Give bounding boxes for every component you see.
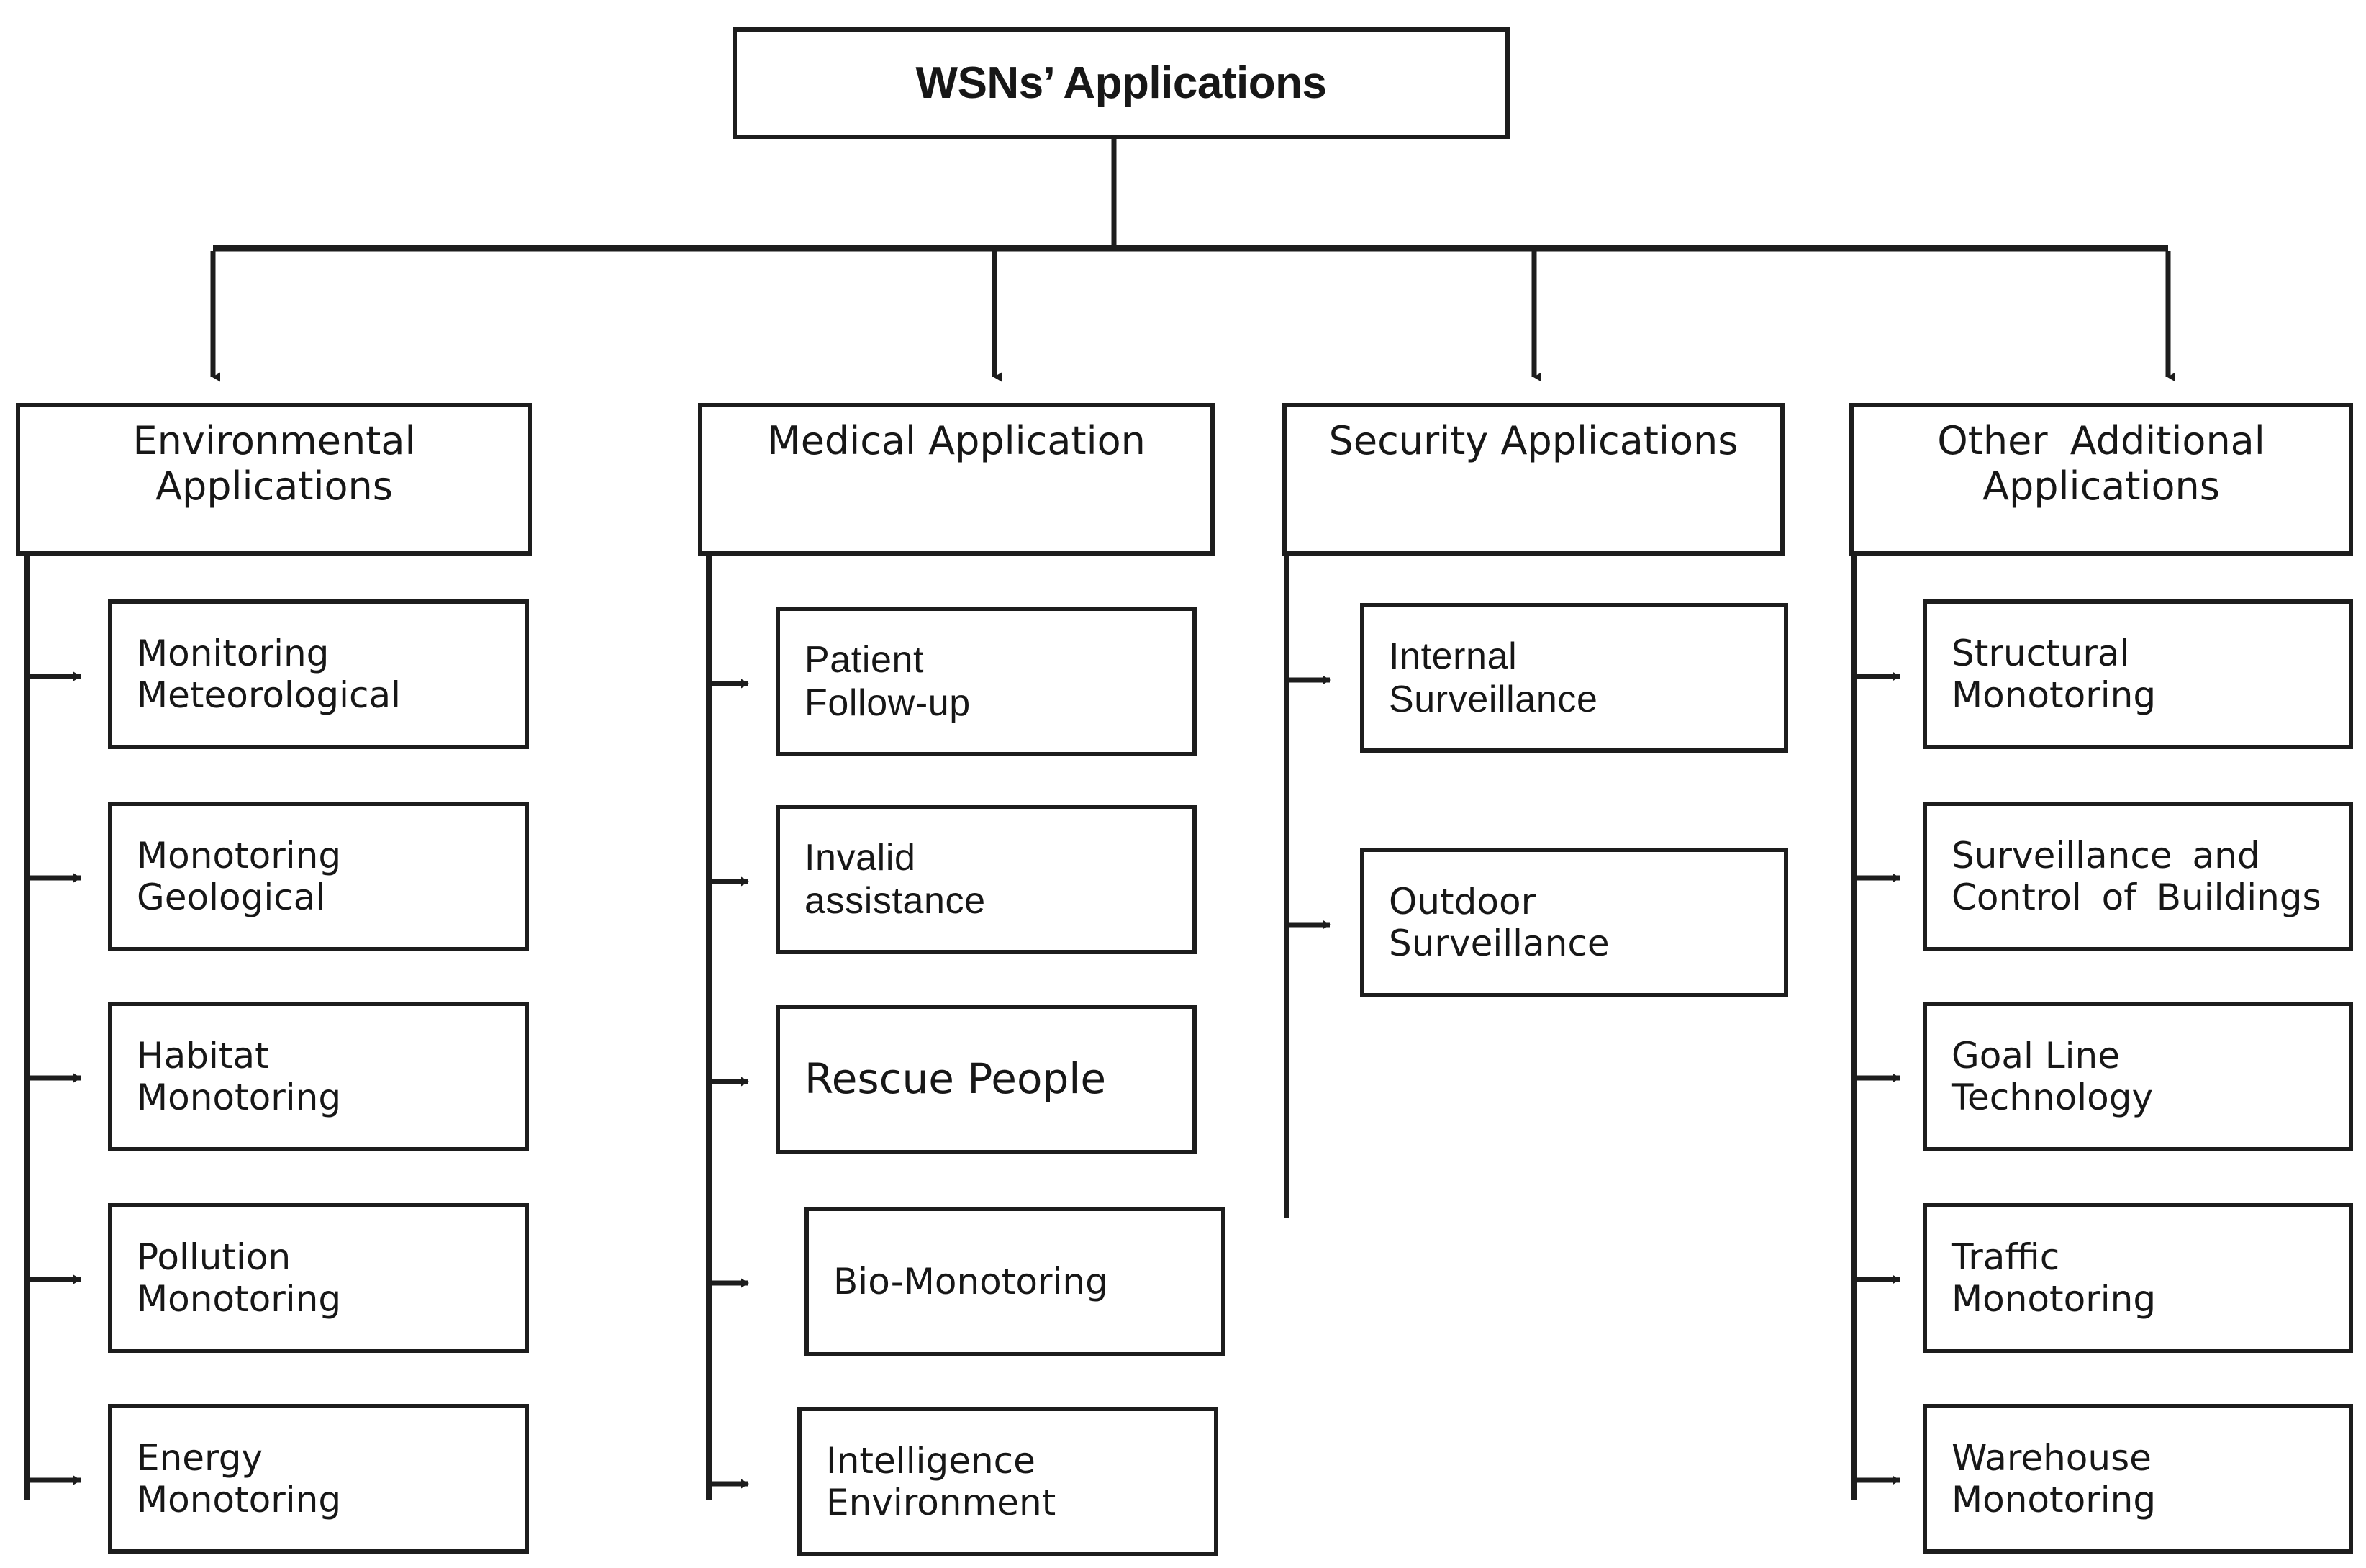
leaf-label: Patient Follow-up — [804, 638, 971, 724]
category-label: Environmental Applications — [132, 418, 416, 509]
leaf-node-habitat-monotoring[interactable]: Habitat Monotoring — [108, 1002, 529, 1151]
leaf-label: Intelligence Environment — [826, 1440, 1056, 1523]
leaf-label: Outdoor Surveillance — [1389, 881, 1610, 964]
leaf-node-invalid-assistance[interactable]: Invalid assistance — [776, 805, 1197, 954]
leaf-node-monotoring-geological[interactable]: Monotoring Geological — [108, 802, 529, 951]
leaf-label: Pollution Monotoring — [137, 1236, 342, 1320]
leaf-label: Warehouse Monotoring — [1952, 1437, 2157, 1521]
leaf-node-goal-line-technology[interactable]: Goal Line Technology — [1923, 1002, 2353, 1151]
leaf-node-traffic-monotoring[interactable]: Traffic Monotoring — [1923, 1203, 2353, 1353]
leaf-label: Bio-Monotoring — [833, 1261, 1108, 1302]
category-node-other-additional-applications[interactable]: Other Additional Applications — [1849, 403, 2353, 556]
leaf-label: Structural Monotoring — [1952, 633, 2157, 716]
category-label: Medical Application — [767, 418, 1146, 463]
category-label: Other Additional Applications — [1937, 418, 2265, 509]
leaf-label: Surveillance and Control of Buildings — [1952, 835, 2321, 918]
leaf-label: Traffic Monotoring — [1952, 1236, 2157, 1320]
leaf-node-patient-follow-up[interactable]: Patient Follow-up — [776, 607, 1197, 756]
root-node-wsns-applications[interactable]: WSNs’ Applications — [733, 27, 1510, 139]
leaf-node-bio-monotoring[interactable]: Bio-Monotoring — [804, 1207, 1225, 1356]
category-label: Security Applications — [1328, 418, 1739, 463]
leaf-node-internal-surveillance[interactable]: Internal Surveillance — [1360, 603, 1788, 753]
leaf-label: Monitoring Meteorological — [137, 633, 402, 716]
leaf-node-rescue-people[interactable]: Rescue People — [776, 1005, 1197, 1154]
leaf-node-pollution-monotoring[interactable]: Pollution Monotoring — [108, 1203, 529, 1353]
leaf-node-energy-monotoring[interactable]: Energy Monotoring — [108, 1404, 529, 1554]
leaf-node-outdoor-surveillance[interactable]: Outdoor Surveillance — [1360, 848, 1788, 997]
category-node-environmental-applications[interactable]: Environmental Applications — [16, 403, 532, 556]
category-node-medical-application[interactable]: Medical Application — [698, 403, 1215, 556]
root-node-label: WSNs’ Applications — [915, 58, 1327, 108]
leaf-label: Rescue People — [804, 1054, 1107, 1104]
leaf-label: Goal Line Technology — [1952, 1035, 2154, 1118]
leaf-label: Habitat Monotoring — [137, 1035, 342, 1118]
leaf-label: Energy Monotoring — [137, 1437, 342, 1521]
leaf-label: Internal Surveillance — [1389, 635, 1598, 720]
leaf-node-monitoring-meteorological[interactable]: Monitoring Meteorological — [108, 599, 529, 749]
leaf-arrows — [27, 671, 1900, 1489]
leaf-node-intelligence-environment[interactable]: Intelligence Environment — [797, 1407, 1218, 1556]
category-node-security-applications[interactable]: Security Applications — [1282, 403, 1785, 556]
leaf-label: Monotoring Geological — [137, 835, 342, 918]
leaf-node-surveillance-and-control-of-buildings[interactable]: Surveillance and Control of Buildings — [1923, 802, 2353, 951]
leaf-label: Invalid assistance — [804, 836, 986, 922]
root-branches — [210, 251, 2175, 382]
leaf-node-structural-monotoring[interactable]: Structural Monotoring — [1923, 599, 2353, 749]
leaf-node-warehouse-monotoring[interactable]: Warehouse Monotoring — [1923, 1404, 2353, 1554]
column-spines — [24, 550, 1857, 1500]
